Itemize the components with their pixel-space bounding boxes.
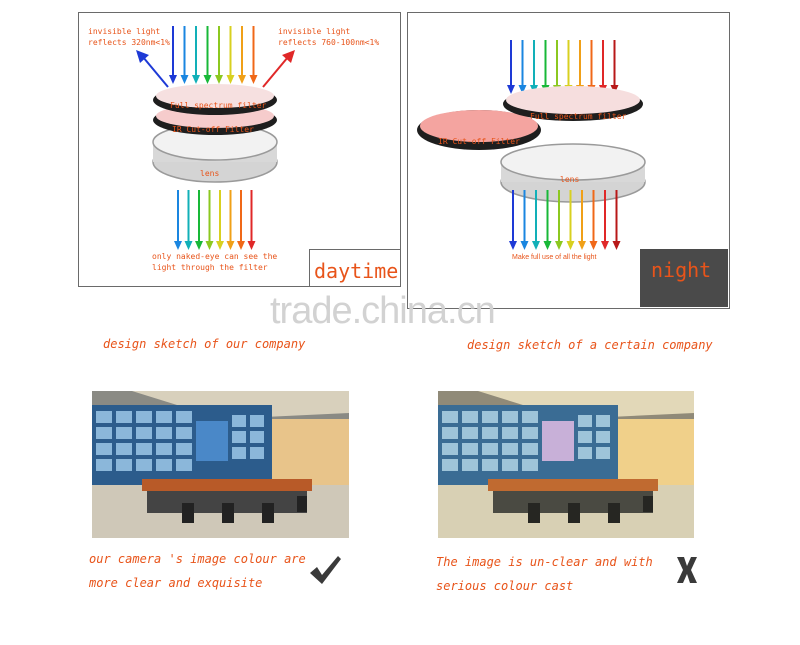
control-room-photo-clear (92, 391, 349, 538)
control-room-photo-colour-cast (438, 391, 694, 538)
light-ray-arrowhead (184, 241, 193, 250)
right-lens-top (500, 143, 646, 181)
light-ray-arrowhead (612, 241, 621, 250)
light-ray-arrowhead (578, 241, 586, 250)
light-ray-arrowhead (543, 241, 552, 250)
light-ray-arrowhead (226, 75, 235, 84)
left-diagram (136, 26, 295, 250)
left-full-spectrum-label: Full spectrum filter (170, 101, 267, 110)
right-full-spectrum-label: Full spectrum filter (530, 112, 627, 121)
invisible-light-left-line2: reflects 320nm<1% (88, 38, 170, 47)
left-ir-cut-label: IR Cut-off Filter (172, 125, 254, 134)
light-ray-arrowhead (195, 241, 203, 250)
invisible-light-left-line1: invisible light (88, 27, 161, 36)
right-lens-label: lens (560, 175, 580, 184)
reflected-ir-arrowhead (282, 50, 295, 63)
light-ray-arrowhead (205, 241, 214, 250)
light-ray-arrowhead (174, 241, 182, 250)
daytime-badge: daytime (309, 249, 400, 286)
our-camera-caption-line1: our camera 's image colour are (89, 552, 306, 566)
reflected-uv-ray (142, 56, 169, 88)
full-use-label: Make full use of all the light (512, 254, 597, 261)
reflected-ir-ray (262, 56, 289, 88)
our-camera-caption-line2: more clear and exquisite (89, 576, 263, 590)
light-ray-arrowhead (237, 241, 245, 250)
right-diagram-frame (407, 12, 730, 309)
incoming-light-rays (169, 26, 258, 84)
left-diagram-frame (78, 12, 401, 287)
right-full-spectrum-filter-glass (506, 86, 640, 114)
light-ray-arrowhead (601, 241, 609, 250)
daytime-label: daytime (314, 259, 399, 283)
transmitted-light-rays (174, 190, 256, 250)
light-ray-arrowhead (249, 75, 258, 84)
invisible-light-right-line2: reflects 760-100nm<1% (278, 38, 380, 47)
naked-eye-line2: light through the filter (152, 263, 268, 272)
light-ray-arrowhead (520, 241, 529, 250)
night-badge: night (640, 249, 728, 307)
light-ray-arrowhead (180, 75, 189, 84)
light-ray-arrowhead (169, 75, 177, 84)
light-ray-arrowhead (226, 241, 235, 250)
light-ray-arrowhead (216, 241, 224, 250)
night-label: night (651, 258, 712, 282)
left-diagram-caption: design sketch of our company (103, 337, 306, 351)
other-camera-caption-line1: The image is un-clear and with (436, 555, 653, 569)
light-ray-arrowhead (247, 241, 256, 250)
light-ray-arrowhead (566, 241, 575, 250)
right-diagram-caption: design sketch of a certain company (467, 338, 713, 352)
light-ray-arrowhead (555, 241, 563, 250)
checkmark-icon (310, 556, 341, 584)
right-diagram (417, 40, 646, 250)
x-mark-icon (677, 557, 697, 583)
left-lens-label: lens (200, 169, 220, 178)
incoming-light-rays (507, 40, 619, 94)
light-ray-arrowhead (192, 75, 200, 84)
invisible-light-right-line1: invisible light (278, 27, 351, 36)
reflected-uv-arrowhead (136, 50, 149, 63)
light-ray-arrowhead (518, 85, 527, 94)
light-ray-arrowhead (507, 85, 515, 94)
full-spectrum-filter-glass (156, 84, 274, 108)
light-ray-arrowhead (532, 241, 540, 250)
transmitted-light-rays (509, 190, 621, 250)
watermark: trade.china.cn (270, 290, 496, 332)
light-ray-arrowhead (238, 75, 246, 84)
light-ray-arrowhead (509, 241, 517, 250)
naked-eye-line1: only naked-eye can see the (152, 252, 278, 261)
right-ir-cut-label: IR Cut-off Filter (438, 137, 520, 146)
light-ray-arrowhead (203, 75, 212, 84)
light-ray-arrowhead (589, 241, 598, 250)
light-ray-arrowhead (215, 75, 223, 84)
other-camera-caption-line2: serious colour cast (436, 579, 574, 593)
right-ir-cut-filter-glass (420, 110, 538, 142)
